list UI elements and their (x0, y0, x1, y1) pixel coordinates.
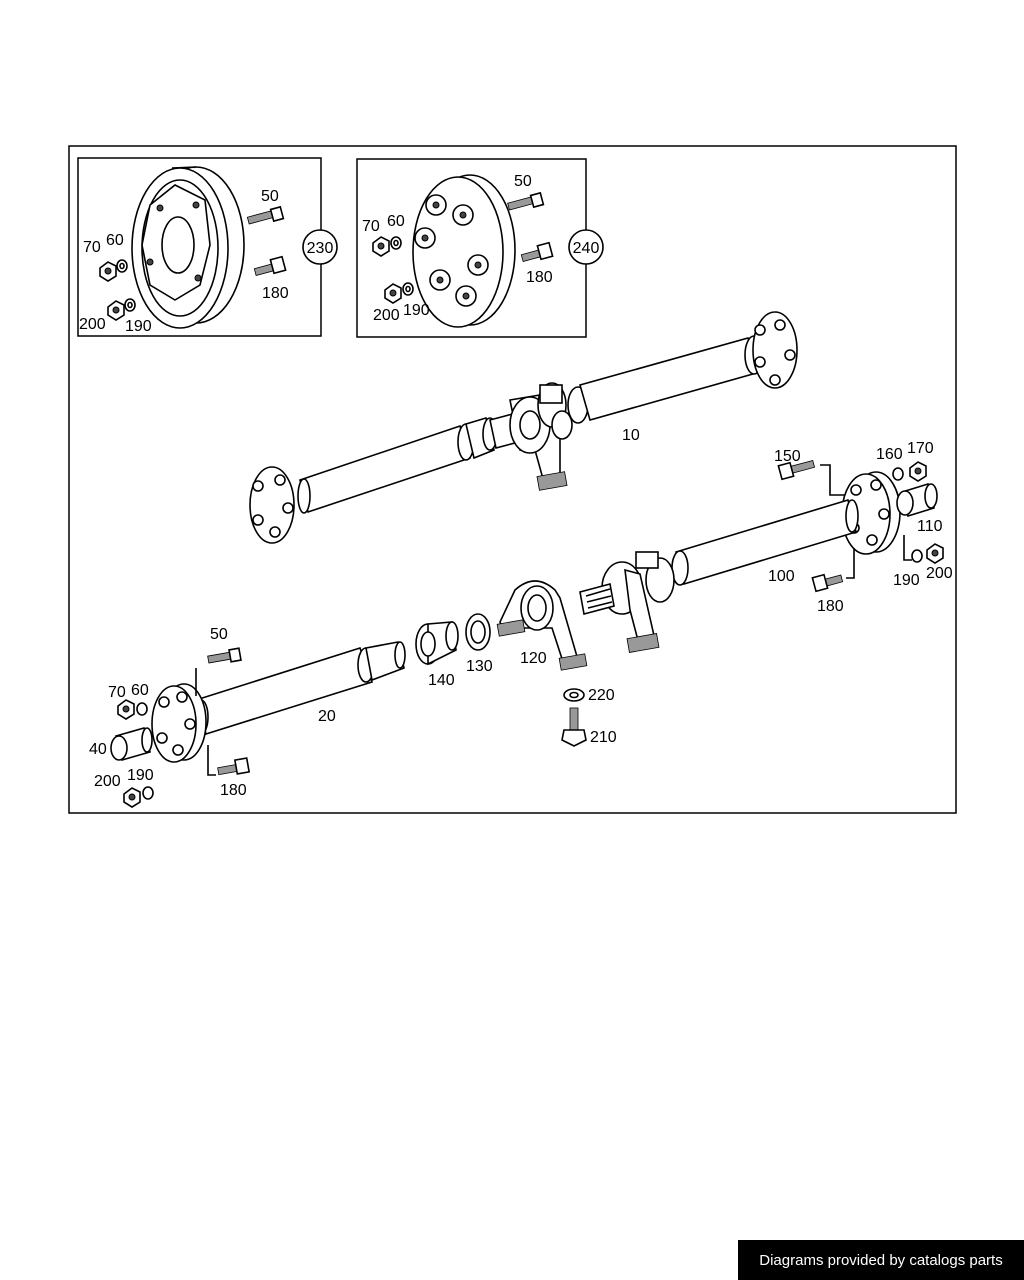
nut-200-icon (384, 283, 402, 304)
nut-70-icon (117, 699, 135, 720)
bolt-50-icon (246, 205, 285, 225)
nut-200-icon (123, 787, 141, 808)
label-160: 160 (876, 446, 903, 463)
inset-230: 230 50 70 60 180 200 190 (77, 157, 338, 337)
label-70: 70 (108, 684, 126, 701)
label-150: 150 (774, 448, 801, 465)
label-40: 40 (89, 741, 107, 758)
label-170: 170 (907, 440, 934, 457)
label-190: 190 (127, 767, 154, 784)
label-200: 200 (926, 565, 953, 582)
bolt-50-icon (507, 191, 545, 211)
bolt-180-icon (811, 573, 844, 593)
nut-160-icon (892, 467, 904, 481)
label-10: 10 (622, 427, 640, 444)
propeller-shaft-10: 10 (249, 311, 798, 544)
sleeve-40-icon (110, 727, 153, 761)
label-50: 50 (514, 173, 532, 190)
label-200: 200 (94, 773, 121, 790)
bolt-50-icon (207, 647, 242, 664)
center-bearing-120: 120 (496, 580, 588, 671)
label-190: 190 (125, 318, 152, 335)
label-210: 210 (590, 729, 617, 746)
label-130: 130 (466, 658, 493, 675)
nut-200-icon (107, 300, 125, 321)
label-180: 180 (262, 285, 289, 302)
group-230-label: 230 (307, 240, 334, 257)
washer-60-icon (136, 702, 148, 716)
rear-coupling-group: 50 70 60 40 200 190 180 (89, 626, 251, 808)
collar-140-icon: 140 (415, 621, 459, 689)
label-50: 50 (210, 626, 228, 643)
washer-60-icon (116, 259, 128, 273)
label-140: 140 (428, 672, 455, 689)
group-240-label: 240 (573, 240, 600, 257)
washer-60-icon (390, 236, 402, 250)
washer-190-icon (142, 786, 154, 800)
label-180: 180 (220, 782, 247, 799)
credit-banner: Diagrams provided by catalogs parts (738, 1240, 1024, 1280)
bolt-180-icon (520, 241, 554, 262)
sleeve-110-icon (896, 482, 938, 518)
rear-shaft-20: 20 (151, 641, 406, 763)
nut-170-icon (909, 461, 927, 482)
washer-220-icon: 220 (563, 687, 615, 704)
washer-190-icon (402, 282, 414, 296)
bolt-150-icon (777, 459, 816, 481)
vibration-damper (131, 166, 245, 329)
nut-70-icon (372, 236, 390, 257)
nut-200-icon (926, 543, 944, 564)
group-230-badge (302, 229, 338, 265)
label-220: 220 (588, 687, 615, 704)
label-180: 180 (817, 598, 844, 615)
group-240-badge (568, 229, 604, 265)
label-70: 70 (83, 239, 101, 256)
washer-190-icon (124, 298, 136, 312)
label-60: 60 (106, 232, 124, 249)
label-180: 180 (526, 269, 553, 286)
label-200: 200 (373, 307, 400, 324)
bolt-180-icon (217, 757, 251, 776)
washer-190-icon (911, 549, 923, 563)
label-100: 100 (768, 568, 795, 585)
label-60: 60 (387, 213, 405, 230)
label-70: 70 (362, 218, 380, 235)
label-60: 60 (131, 682, 149, 699)
bolt-180-icon (253, 255, 287, 276)
flex-disc-coupling (412, 174, 516, 328)
nut-70-icon (99, 261, 117, 282)
label-190: 190 (893, 572, 920, 589)
label-190: 190 (403, 302, 430, 319)
label-20: 20 (318, 708, 336, 725)
front-shaft-100: 100 (579, 498, 859, 653)
inset-240: 240 50 70 60 180 200 190 (356, 158, 604, 338)
label-110: 110 (917, 518, 943, 535)
bearing-130-icon: 130 (465, 613, 493, 675)
label-120: 120 (520, 650, 547, 667)
label-50: 50 (261, 188, 279, 205)
diagram-frame (68, 145, 957, 814)
bolt-210-icon: 210 (561, 707, 617, 747)
label-200: 200 (79, 316, 106, 333)
